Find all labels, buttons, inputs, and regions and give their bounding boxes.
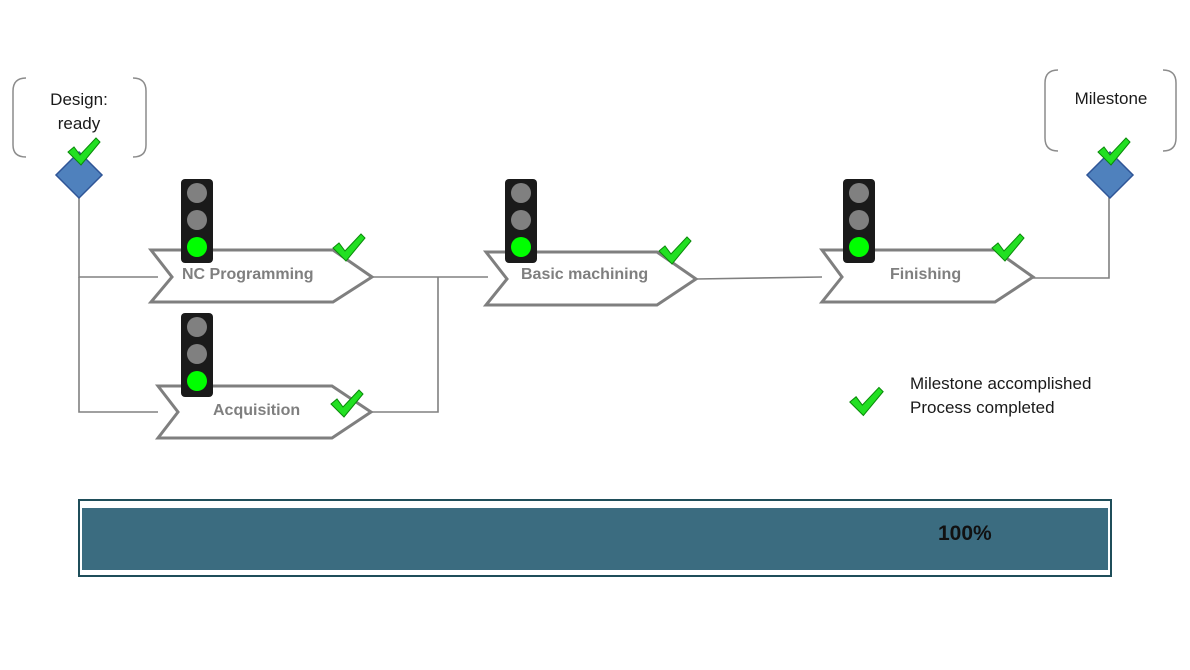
acquisition-label: Acquisition xyxy=(213,402,301,419)
design-milestone-diamond xyxy=(54,150,104,200)
connector-finishing-to-milestone xyxy=(1033,196,1110,279)
finishing-label: Finishing xyxy=(890,266,962,283)
design-milestone-bracket-left xyxy=(12,77,27,158)
legend-milestone-accomplished: Milestone accomplished xyxy=(910,374,1092,393)
connector-design-to-acquisition xyxy=(78,277,158,413)
design-milestone-bracket-right xyxy=(132,77,147,158)
acquisition-traffic-light-icon xyxy=(181,313,213,397)
connector-lines xyxy=(78,196,1110,413)
end-milestone-bracket-left xyxy=(1044,69,1059,152)
legend: Milestone accomplished Process completed xyxy=(910,372,1091,420)
legend-check-icon xyxy=(849,386,884,417)
design-milestone-label-line2: ready xyxy=(57,114,101,133)
end-milestone-label: Milestone xyxy=(1062,87,1160,111)
finishing-traffic-light-icon xyxy=(843,179,875,263)
progress-percentage: 100% xyxy=(938,522,992,545)
progress-bar xyxy=(78,499,1112,577)
nc-programming-label: NC Programming xyxy=(182,266,314,283)
design-milestone-label: Design: ready xyxy=(38,88,120,136)
connector-acquisition-to-machining xyxy=(371,277,439,413)
basic-machining-label: Basic machining xyxy=(521,266,649,283)
basic-machining-chevron xyxy=(482,250,699,307)
basic-machining-traffic-light-icon xyxy=(505,179,537,263)
connector-design-to-nc xyxy=(78,196,158,278)
end-milestone-diamond xyxy=(1085,150,1135,200)
acquisition-chevron xyxy=(154,384,374,440)
design-milestone-label-line1: Design: xyxy=(50,90,108,109)
nc-programming-traffic-light-icon xyxy=(181,179,213,263)
end-milestone-label-line1: Milestone xyxy=(1074,89,1148,108)
legend-process-completed: Process completed xyxy=(910,398,1055,417)
progress-bar-fill xyxy=(82,508,1108,570)
connector-machining-to-finishing xyxy=(695,276,823,280)
end-milestone-bracket-right xyxy=(1162,69,1177,152)
